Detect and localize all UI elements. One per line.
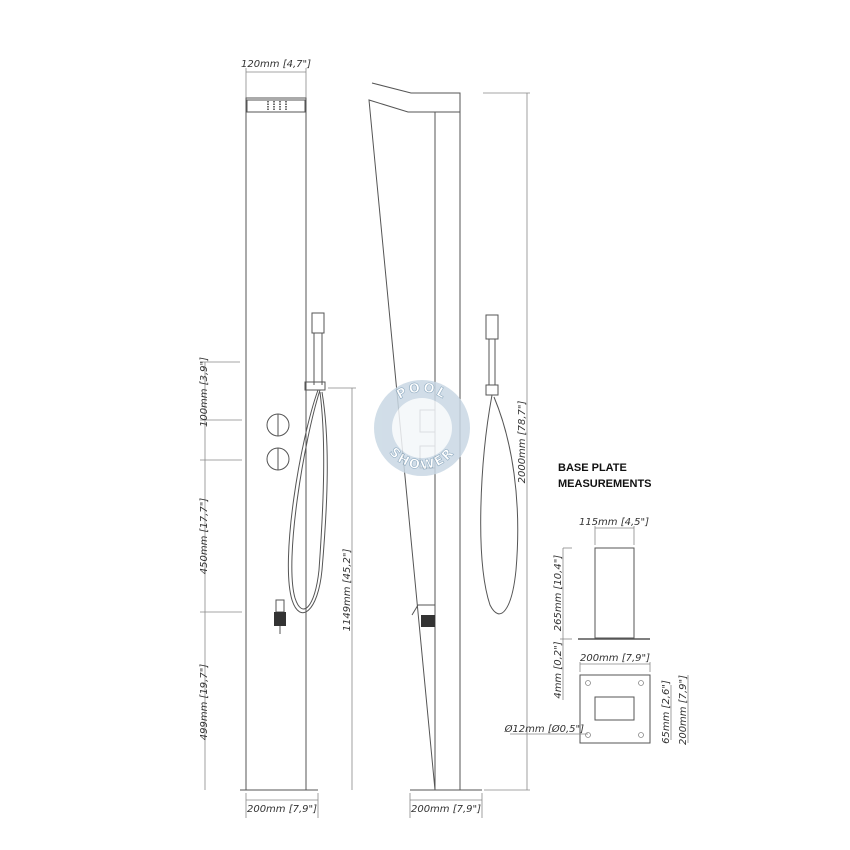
shower-holder: [304, 381, 326, 391]
plate-top-view: [579, 674, 651, 744]
holder-height-label: 1149mm [45,2"]: [342, 549, 353, 632]
bolt-hole-icon: [638, 680, 644, 686]
front-pillar: [245, 97, 307, 791]
mixer-spacing-label: 100mm [3,9"]: [199, 357, 210, 427]
shower-hose: [287, 389, 328, 613]
base-plate-title-2: MEASUREMENTS: [558, 478, 652, 490]
side-base-width-label: 200mm [7,9"]: [411, 804, 481, 815]
hole-offset-label: 65mm [2,6"]: [661, 680, 672, 744]
shower-head-nozzles: [246, 99, 306, 113]
bolt-hole-icon: [585, 680, 591, 686]
logo-center: [392, 398, 452, 458]
pool-shower-logo: POOL SHOWER: [374, 380, 470, 476]
front-view: 120mm [4,7"] 100mm [3,9"] 450mm [17,7": [199, 59, 356, 818]
anchor-post: [594, 547, 635, 639]
shower-hose: [291, 389, 325, 610]
base-plate-title-1: BASE PLATE: [558, 462, 627, 474]
tap-icon: [275, 599, 285, 613]
hand-shower-head-icon: [485, 314, 499, 340]
post-width-label: 115mm [4,5"]: [579, 517, 649, 528]
shower-holder: [485, 384, 499, 396]
hand-shower-head-icon: [311, 312, 325, 334]
tap-height-label: 499mm [19,7"]: [199, 664, 210, 741]
shower-hose: [480, 394, 519, 615]
total-height-label: 2000mm [78,7"]: [517, 401, 528, 484]
plate-thickness-label: 4mm [0,2"]: [553, 641, 564, 698]
top-width-label: 120mm [4,7"]: [241, 59, 311, 70]
tap-valve-icon: [421, 615, 435, 627]
post-height-label: 265mm [10,4"]: [553, 555, 564, 632]
mixer-to-tap-label: 450mm [17,7"]: [199, 498, 210, 575]
bolt-hole-icon: [638, 732, 644, 738]
tap-side-icon: [411, 604, 435, 616]
base-plate-section: BASE PLATE MEASUREMENTS 115mm [4,5"] 265…: [504, 462, 689, 745]
plate-opening: [594, 696, 635, 721]
nozzle-icons: [267, 101, 287, 111]
bolt-hole-icon: [585, 732, 591, 738]
hole-diameter-label: Ø12mm [Ø0,5"]: [504, 723, 585, 735]
tap-valve-icon: [274, 612, 286, 626]
front-base-width-label: 200mm [7,9"]: [247, 804, 317, 815]
plate-depth-label: 200mm [7,9"]: [678, 675, 689, 745]
plate-width-label: 200mm [7,9"]: [580, 653, 650, 664]
